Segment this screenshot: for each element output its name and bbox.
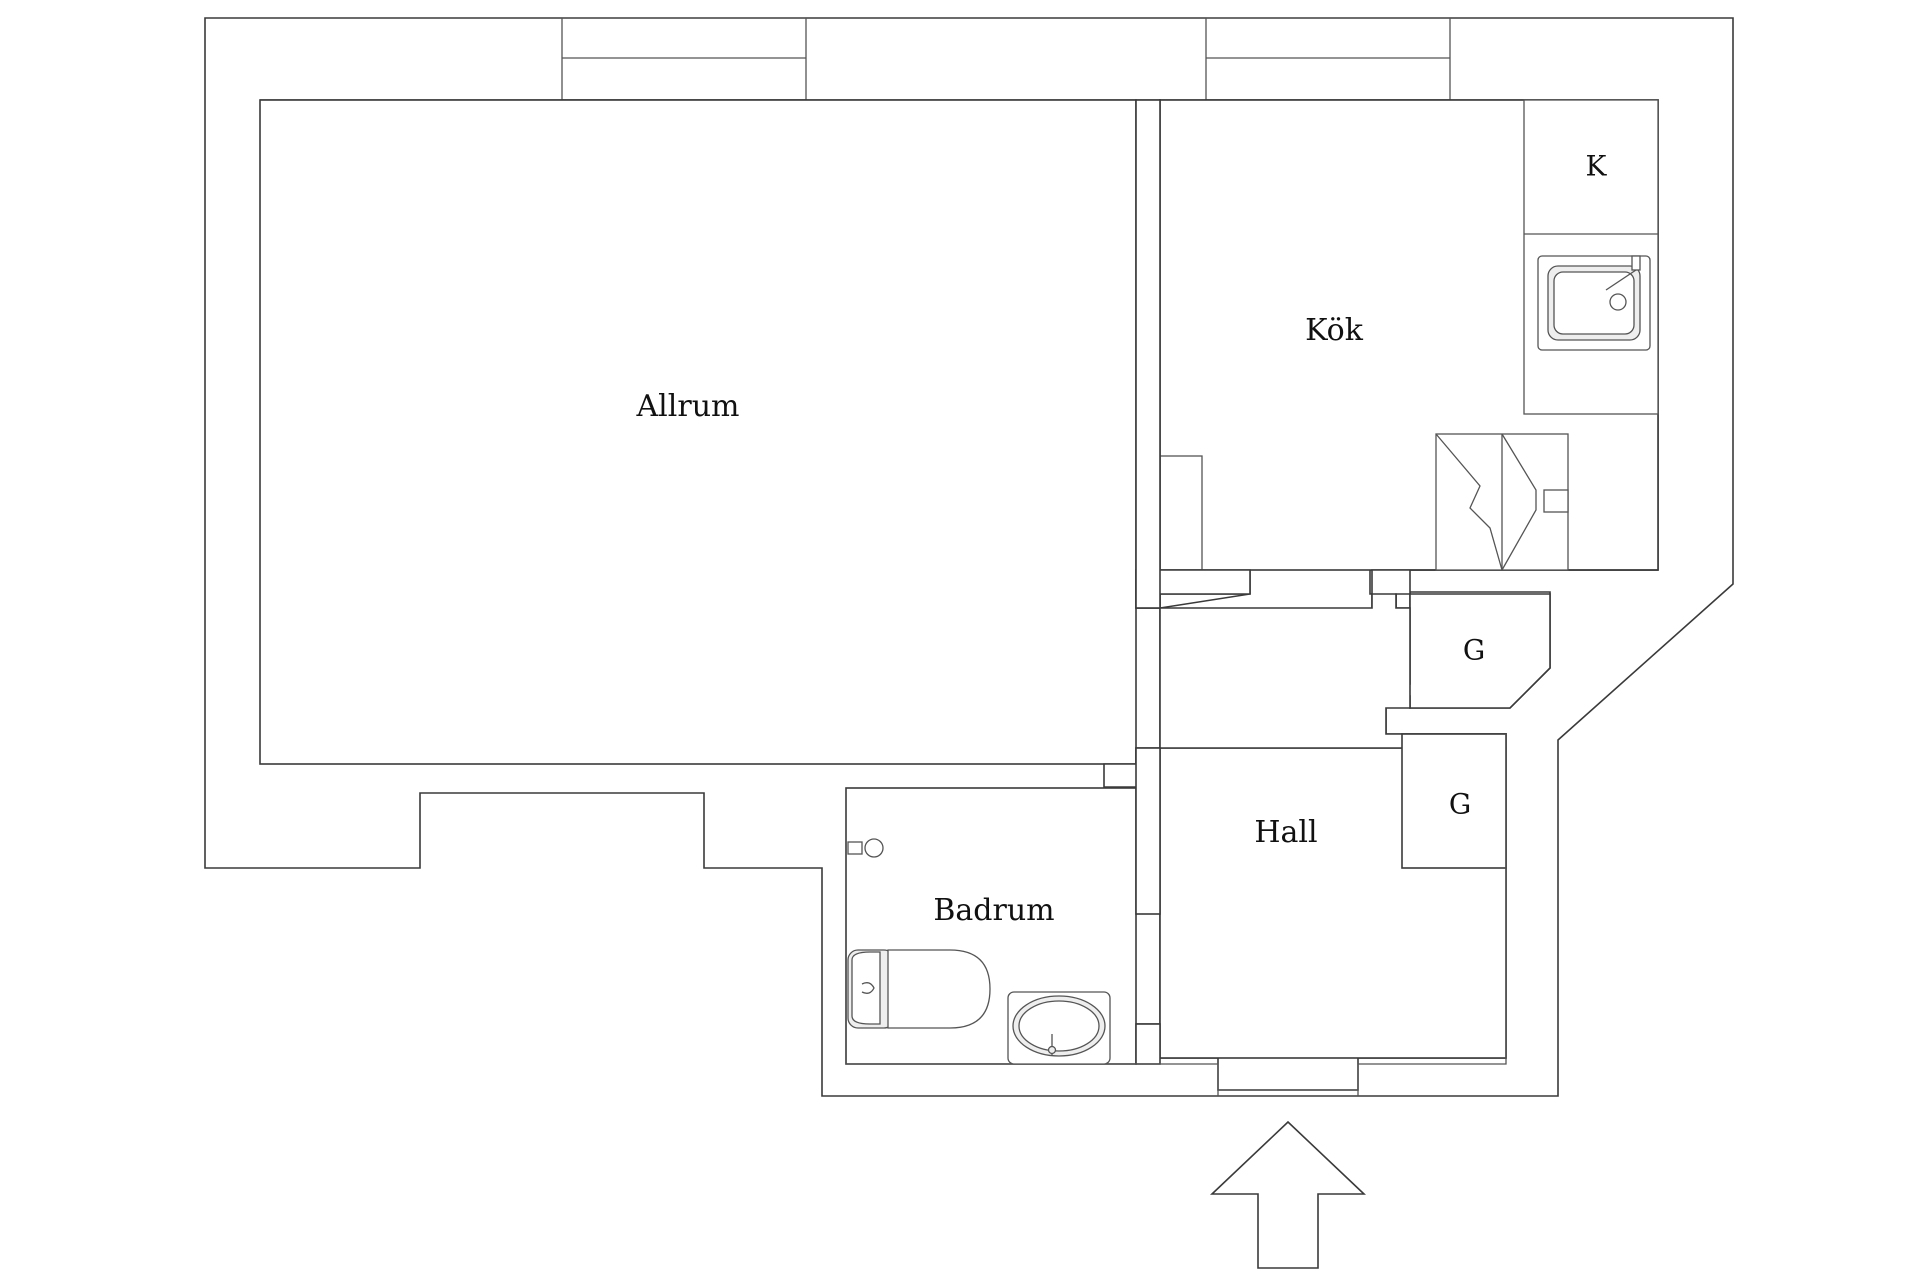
wash-basin-icon <box>1007 991 1111 1065</box>
room-allrum-floor <box>259 99 1137 765</box>
stove-icon <box>1435 433 1569 571</box>
wall-badrum-hall-lower <box>1135 1023 1161 1065</box>
entrance-arrow-icon <box>1209 1120 1367 1269</box>
label-k: K <box>1586 150 1608 183</box>
label-allrum: Allrum <box>636 389 740 424</box>
wall-allrum-kok <box>1135 99 1161 609</box>
label-hall: Hall <box>1254 815 1317 850</box>
label-badrum: Badrum <box>933 893 1054 928</box>
kitchen-sink-icon <box>1537 255 1651 351</box>
toilet-icon <box>847 949 991 1029</box>
closet-g2 <box>1401 733 1507 869</box>
label-g1: G <box>1463 634 1485 667</box>
label-g2: G <box>1449 788 1471 821</box>
wall-badrum-hall <box>1135 747 1161 915</box>
inner-floor-line <box>846 734 1507 1096</box>
shower-tap-icon <box>847 838 884 858</box>
label-kok: Kök <box>1305 313 1364 348</box>
